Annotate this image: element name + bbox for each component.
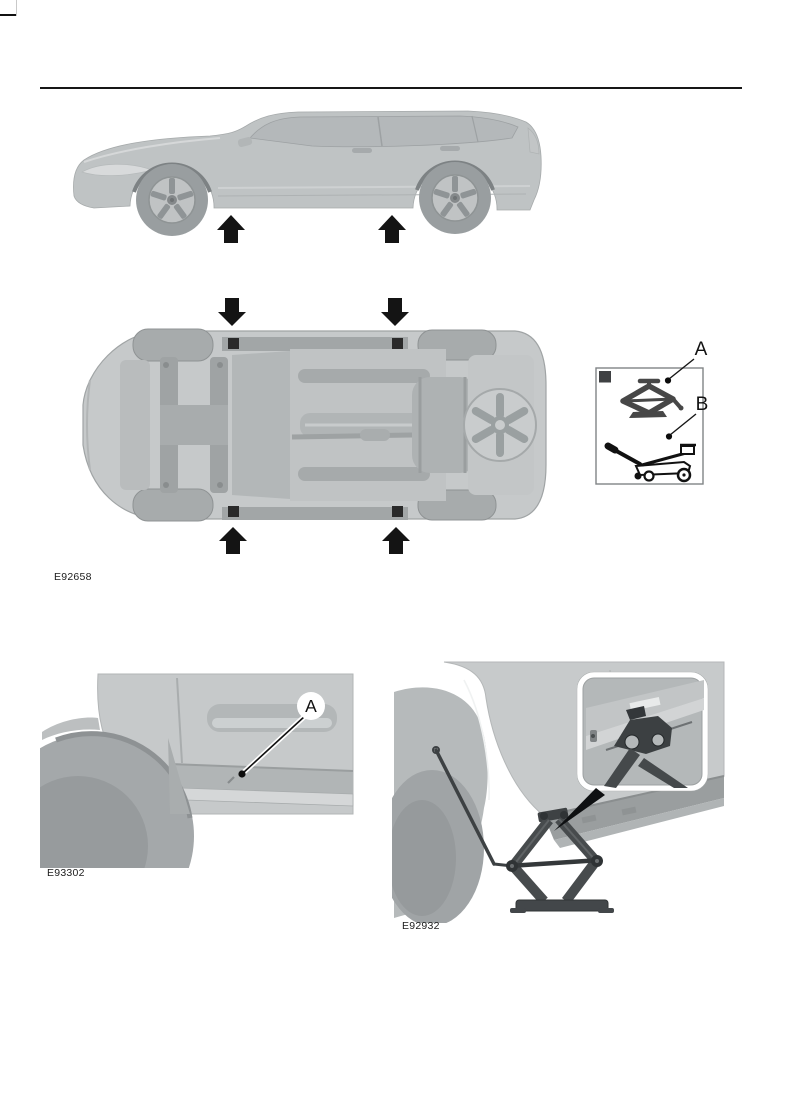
leader-line: [669, 413, 697, 436]
scissor-jack: [506, 807, 614, 913]
legend-callout-b: B: [696, 394, 709, 415]
up-arrow-icon: [217, 215, 245, 243]
door-handle: [440, 146, 460, 151]
jack-legend-box: A B: [595, 339, 709, 485]
front-wheel-arch: [392, 687, 488, 923]
jack-pad-marker: [228, 506, 239, 517]
sill-callout-a: A: [305, 696, 317, 716]
jack-pad-marker: [392, 338, 403, 349]
magnifier-inset: [576, 671, 709, 792]
callout-dot: [665, 433, 673, 440]
leader-line: [668, 358, 695, 380]
rear-wheel-arch: [40, 668, 194, 868]
leader-line: [242, 715, 306, 774]
side-mirror: [237, 136, 253, 148]
inset-pointer-wedge: [554, 788, 605, 831]
front-wheel: [136, 164, 208, 236]
car-side-body: [73, 110, 542, 211]
jack-detail-figure-code: E92932: [402, 920, 440, 932]
down-arrow-icon: [381, 298, 409, 326]
jack-pad-marker: [228, 338, 239, 349]
legend-corner-square: [599, 371, 611, 383]
callout-circle: [297, 692, 325, 720]
side-window-band: [249, 115, 519, 148]
underbody: [82, 328, 547, 522]
sill-jack-point-illustration: A: [40, 668, 354, 868]
rear-wheel: [419, 162, 491, 234]
trolley-jack-icon: [604, 442, 696, 483]
overview-figure-code: E92658: [54, 571, 92, 583]
door-handle: [352, 148, 372, 153]
scissor-jack-icon: [620, 378, 684, 418]
jack-pad-marker: [392, 506, 403, 517]
callout-dot: [238, 770, 246, 778]
crop-mark-vertical: [16, 0, 18, 16]
car-underside-illustration: [82, 298, 547, 554]
legend-callout-a: A: [695, 339, 708, 360]
jack-head-detail: [604, 706, 688, 788]
callout-dot: [664, 377, 672, 384]
up-arrow-icon: [378, 215, 406, 243]
crop-mark-horizontal: [0, 14, 17, 17]
header-rule: [40, 87, 742, 90]
up-arrow-icon: [219, 527, 247, 554]
spare-wheel-well: [463, 388, 537, 462]
sill-detail-figure-code: E93302: [47, 867, 85, 879]
down-arrow-icon: [218, 298, 246, 326]
car-side-view-illustration: [73, 110, 542, 243]
jack-in-use-illustration: [392, 661, 725, 923]
sill: [170, 764, 353, 794]
up-arrow-icon: [382, 527, 410, 554]
